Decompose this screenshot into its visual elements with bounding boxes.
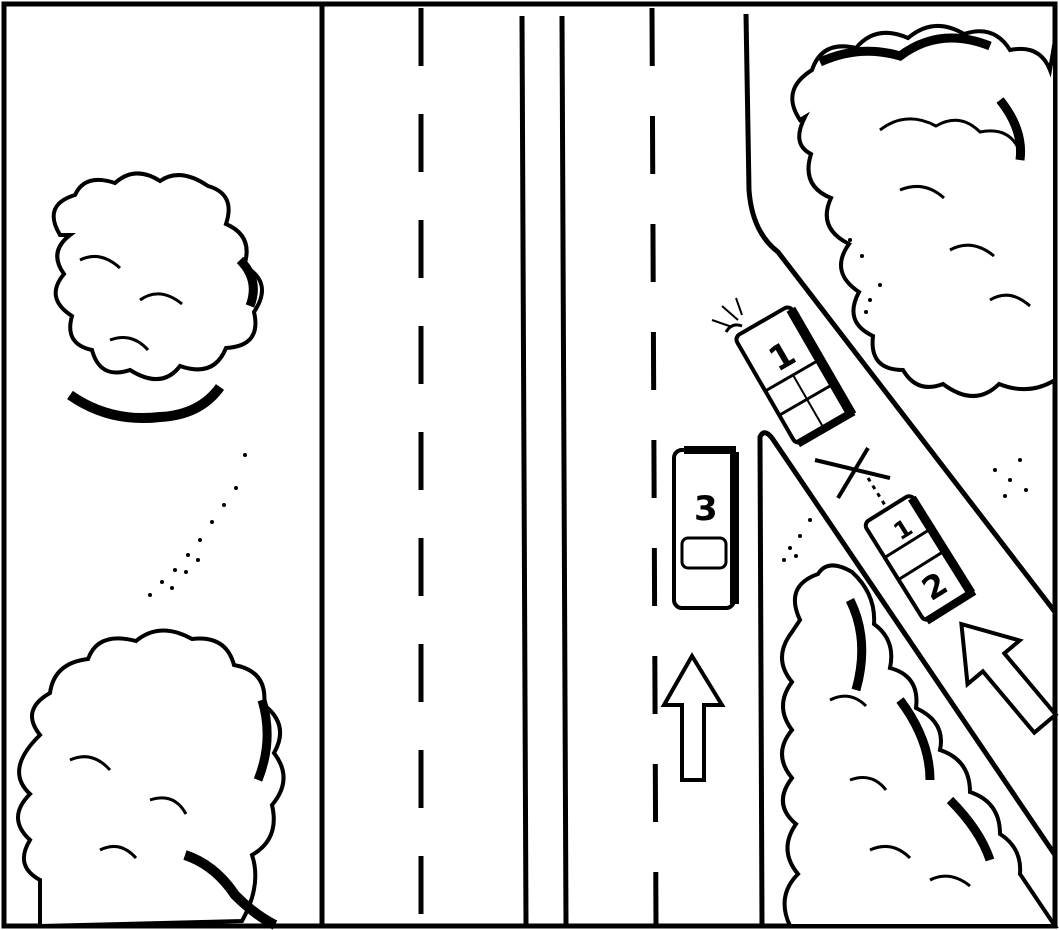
tree-icon xyxy=(790,23,1057,398)
vehicle-1: 1 xyxy=(734,305,857,448)
vehicle-3-label: 3 xyxy=(694,489,718,529)
tree-icon xyxy=(51,171,264,424)
lane-divider-dashed-right xyxy=(649,7,659,927)
tree-icon xyxy=(16,628,286,930)
direction-arrow-icon xyxy=(660,652,726,782)
tree-icon xyxy=(780,563,1059,928)
vehicle-2: 1 2 xyxy=(863,494,977,625)
vehicle-3: 3 xyxy=(672,446,739,610)
collision-mark-icon xyxy=(814,446,891,511)
hazard-light-icon xyxy=(711,297,743,333)
grass-speckles xyxy=(148,238,1028,597)
direction-arrow-icon xyxy=(959,621,1059,736)
center-line-left xyxy=(519,15,529,927)
median-island-edge xyxy=(757,430,1058,927)
center-line-right xyxy=(559,15,569,927)
ramp-outer-edge xyxy=(743,13,1057,614)
